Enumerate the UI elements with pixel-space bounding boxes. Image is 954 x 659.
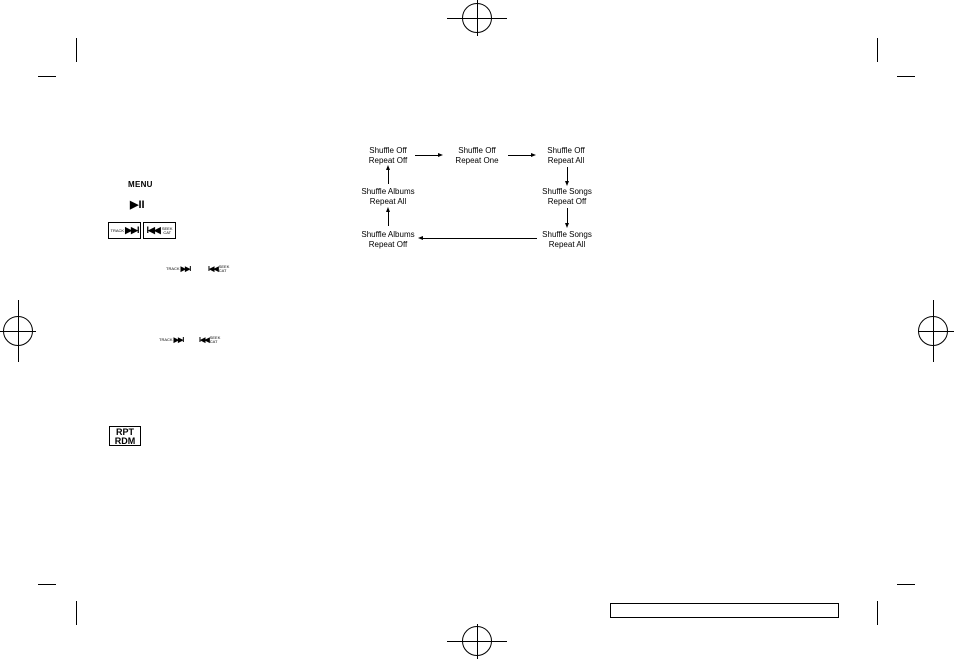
node-line: Shuffle Songs [542,187,592,196]
seek-label: SEEK [161,225,173,231]
fast-forward-icon: ▶▶I [125,225,139,235]
node-line: Repeat All [369,197,407,206]
seek-inline-icon: I◀◀ SEEK CAT [208,264,230,274]
crop-mark [76,601,77,625]
node-line: Shuffle Off [458,146,496,155]
rpt-rdm-button-icon: RPT RDM [109,426,141,446]
crop-mark [38,584,56,585]
cat-label: CAT [163,229,172,235]
arrow-up-icon [386,207,390,212]
registration-line [18,300,19,362]
arrow-connector [415,155,439,156]
node-line: Shuffle Albums [361,187,415,196]
crop-mark [897,584,915,585]
node-line: Repeat Off [368,240,408,249]
track-label: TRACK [159,337,173,342]
node-line: Shuffle Songs [542,230,592,239]
arrow-connector [388,170,389,184]
cat-label: CAT [209,339,218,344]
track-inline-icon: TRACK ▶▶I [166,265,192,273]
registration-line [933,300,934,362]
fast-forward-icon: ▶▶I [180,266,192,273]
arrow-connector [388,212,389,226]
arrow-connector [567,167,568,182]
registration-line [477,624,478,659]
arrow-left-icon [418,236,423,240]
rewind-icon: I◀◀ [199,337,210,344]
node-line: Repeat One [455,156,499,165]
track-label: TRACK [166,266,180,271]
arrow-connector [508,155,532,156]
seek-label: SEEK [218,264,230,269]
crop-mark [38,76,56,77]
rewind-icon: I◀◀ [208,266,219,273]
node-line: Shuffle Albums [361,230,415,239]
node-line: Shuffle Off [369,146,407,155]
arrow-connector [423,238,537,239]
node-line: Repeat Off [368,156,408,165]
node-shuffle-albums-repeat-all: Shuffle Albums Repeat All [361,187,414,207]
crop-mark [877,38,878,62]
footer-label-box [610,603,839,618]
registration-line [918,331,954,332]
seek-button-icon: I◀◀ SEEK CAT [143,222,176,239]
crop-mark [76,38,77,62]
track-label: TRACK [110,227,125,233]
node-shuffle-songs-repeat-all: Shuffle Songs Repeat All [542,230,592,250]
arrow-right-icon [531,153,536,157]
rdm-label: RDM [114,436,136,446]
track-inline-icon: TRACK ▶▶I [159,336,185,344]
arrow-connector [567,208,568,224]
node-shuffle-off-repeat-all: Shuffle Off Repeat All [547,146,585,166]
fast-forward-icon: ▶▶I [173,337,185,344]
node-shuffle-off-repeat-off: Shuffle Off Repeat Off [369,146,408,166]
menu-button-glyph: MENU [128,180,153,189]
node-shuffle-off-repeat-one: Shuffle Off Repeat One [455,146,498,166]
cat-label: CAT [218,268,227,273]
node-line: Repeat All [547,156,585,165]
crop-mark [897,76,915,77]
node-shuffle-songs-repeat-off: Shuffle Songs Repeat Off [542,187,592,207]
node-line: Repeat Off [547,197,587,206]
node-line: Shuffle Off [547,146,585,155]
registration-line [477,0,478,36]
arrow-right-icon [438,153,443,157]
rpt-label: RPT [116,427,134,437]
seek-label: SEEK [209,335,221,340]
arrow-down-icon [565,181,569,186]
crop-mark [877,601,878,625]
play-pause-icon: ▶II [130,199,145,211]
arrow-up-icon [386,165,390,170]
node-shuffle-albums-repeat-off: Shuffle Albums Repeat Off [361,230,414,250]
node-line: Repeat All [548,240,586,249]
rewind-icon: I◀◀ [146,225,160,235]
seek-inline-icon: I◀◀ SEEK CAT [199,335,221,345]
arrow-down-icon [565,223,569,228]
track-button-icon: TRACK ▶▶I [108,222,141,239]
